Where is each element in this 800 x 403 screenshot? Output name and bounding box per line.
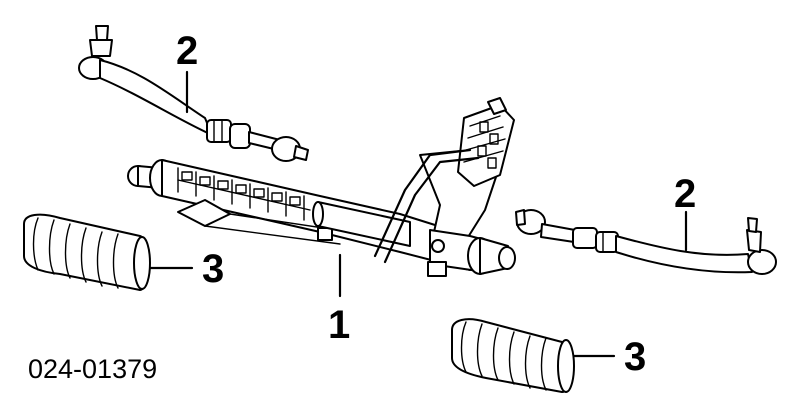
valve-slots: [463, 115, 506, 169]
part-number-label: 024-01379: [28, 354, 157, 384]
housing-slots: [177, 167, 311, 221]
boot-right: [451, 318, 575, 393]
tie-rod-right: [515, 209, 777, 275]
callout-2-left: 2: [176, 29, 198, 73]
callout-3-left: 3: [202, 247, 224, 291]
callout-2-right: 2: [674, 172, 696, 216]
boot-left: [23, 213, 151, 291]
callout-1: 1: [328, 303, 350, 347]
leader-lines: [148, 70, 688, 358]
tie-rod-left: [78, 25, 309, 162]
callout-3-right: 3: [624, 335, 646, 379]
rack-and-pinion-assembly: [127, 97, 516, 277]
